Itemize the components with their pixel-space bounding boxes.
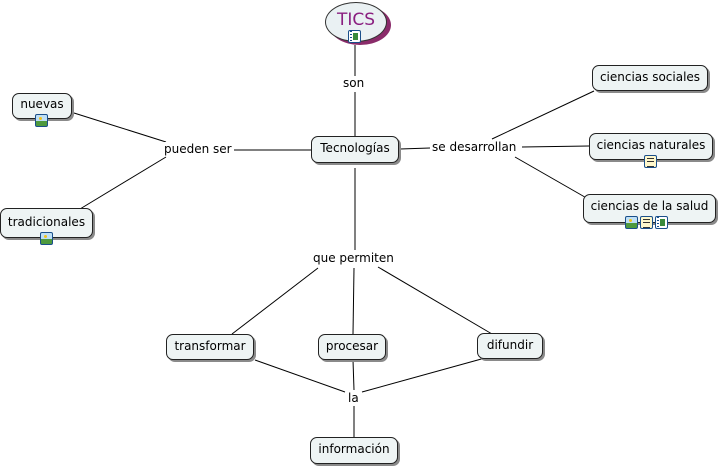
link-label-se-desarrollan: se desarrollan (430, 140, 519, 154)
document-resource-icon[interactable] (640, 216, 653, 229)
document-resource-icon[interactable] (644, 155, 657, 168)
connector-quepermiten-transformar (231, 267, 319, 335)
link-label-que-permiten: que permiten (311, 251, 396, 265)
concept-informacion[interactable]: información (310, 437, 398, 464)
concept-difundir[interactable]: difundir (477, 333, 543, 359)
video-resource-icon[interactable] (655, 216, 668, 229)
concept-transformar[interactable]: transformar (166, 334, 254, 360)
tics-title: TICS (336, 10, 376, 30)
image-resource-icon[interactable] (40, 232, 53, 245)
ciencias-naturales-resource-icons (644, 155, 657, 168)
ciencias-de-la-salud-resource-icons (625, 216, 668, 229)
link-label-pueden-ser: pueden ser (162, 142, 234, 156)
tics-resource-icons (348, 30, 361, 43)
concept-ciencias-sociales[interactable]: ciencias sociales (592, 65, 708, 91)
connector-quepermiten-procesar (352, 267, 355, 335)
video-resource-icon[interactable] (348, 30, 361, 43)
connector-procesar-la (352, 359, 355, 391)
link-label-la: la (346, 391, 361, 405)
image-resource-icon[interactable] (35, 114, 48, 127)
tradicionales-resource-icons (40, 232, 53, 245)
connector-sedesarrollan-naturales (521, 145, 590, 148)
connector-sedesarrollan-sociales (491, 90, 595, 140)
connector-difundir-la (361, 357, 486, 393)
concept-procesar[interactable]: procesar (318, 334, 386, 360)
link-label-son: son (341, 76, 367, 90)
image-resource-icon[interactable] (625, 216, 638, 229)
connector-puedenser-nuevas (73, 112, 167, 143)
connector-puedenser-tradicionales (79, 156, 167, 210)
connector-tecnologias-sedesarrollan (399, 147, 431, 150)
nuevas-resource-icons (35, 114, 48, 127)
concept-tecnologias[interactable]: Tecnologías (311, 136, 399, 163)
connector-transformar-la (254, 359, 346, 393)
connector-quepermiten-difundir (377, 266, 493, 335)
